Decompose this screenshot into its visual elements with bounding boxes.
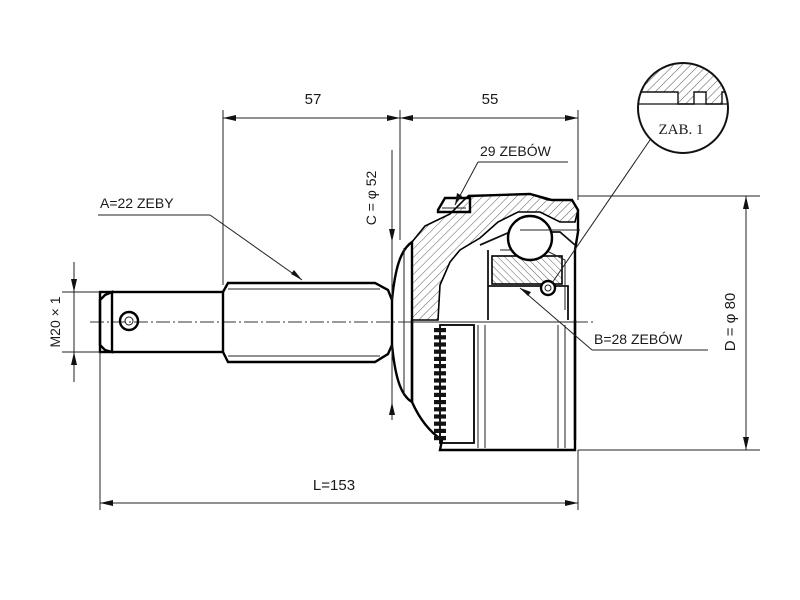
- dim-55-label: 55: [482, 91, 499, 108]
- abs-tooth: [434, 385, 446, 390]
- outer-housing-exterior: [410, 320, 577, 452]
- dim-outer: [578, 195, 760, 451]
- abs-ring-body: [439, 324, 475, 444]
- dim-outer-label: D = φ 80: [722, 293, 739, 352]
- callout-outer-teeth-label: 29 ZEBÓW: [480, 143, 552, 159]
- abs-tooth: [434, 400, 446, 405]
- splined-shaft: [221, 281, 394, 364]
- dim-stem: [389, 150, 395, 420]
- abs-tooth: [434, 335, 446, 340]
- callout-inner-spline-label: B=28 ZEBÓW: [594, 331, 683, 347]
- abs-tooth: [434, 436, 446, 441]
- dim-length-label: L=153: [313, 477, 355, 494]
- abs-ring-teeth: [434, 324, 475, 444]
- dim-thread: [62, 262, 100, 382]
- detail-ref-label: ZAB. 1: [659, 122, 704, 138]
- abs-tooth: [434, 428, 446, 433]
- callout-shaft-spline-label: A=22 ZEBY: [100, 195, 174, 211]
- abs-tooth: [434, 371, 446, 376]
- abs-tooth: [434, 349, 446, 354]
- dim-stem-label: C = φ 52: [363, 170, 379, 225]
- retaining-ring: [539, 279, 557, 297]
- outer-housing-section: [411, 192, 580, 440]
- abs-tooth: [434, 356, 446, 361]
- dim-57-label: 57: [305, 91, 322, 108]
- dim-thread-label: M20 × 1: [47, 296, 63, 347]
- abs-tooth: [434, 378, 446, 383]
- callout-inner-spline: [519, 287, 708, 351]
- dim-bottom: [99, 352, 579, 510]
- abs-tooth: [434, 392, 446, 397]
- detail-leader: [551, 139, 651, 284]
- abs-tooth: [434, 414, 446, 419]
- callout-shaft-spline: [98, 214, 303, 281]
- dim-top: [222, 110, 579, 285]
- inner-race-section: [479, 214, 580, 320]
- abs-ring-detail-icon: [637, 62, 729, 154]
- abs-tooth: [434, 342, 446, 347]
- threaded-stub: [98, 290, 225, 354]
- ball: [506, 214, 554, 262]
- abs-tooth: [434, 407, 446, 412]
- cross-hole: [118, 310, 140, 332]
- abs-tooth: [434, 421, 446, 426]
- abs-tooth: [434, 364, 446, 369]
- callout-outer-teeth: [454, 161, 568, 206]
- abs-tooth: [434, 328, 446, 333]
